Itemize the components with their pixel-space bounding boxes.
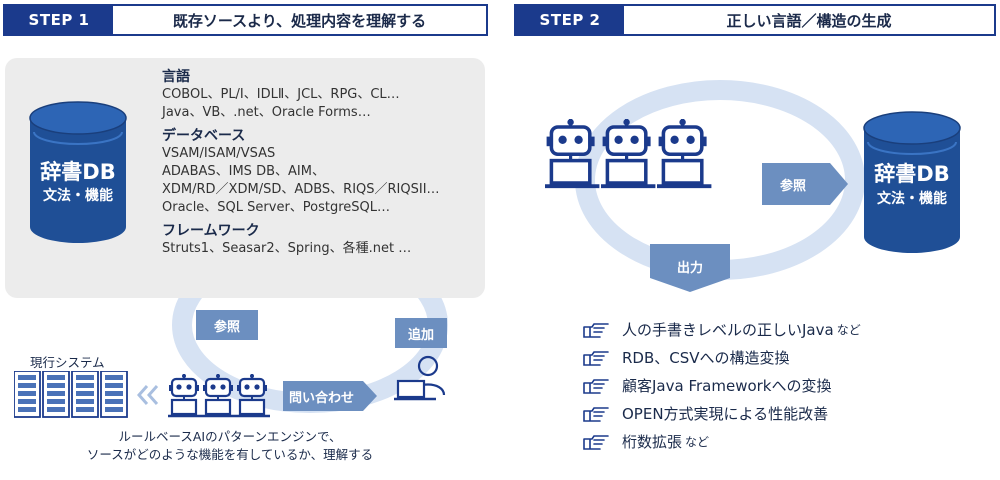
db-subtitle: 文法・機能 <box>43 188 113 204</box>
db-title: 辞書DB <box>874 162 950 186</box>
step1-categories: 言語 COBOL、PL/I、IDLⅡ、JCL、RPG、CL… Java、VB、.… <box>162 68 482 258</box>
result-item: RDB、CSVへの構造変換 <box>582 346 790 368</box>
user-laptop-icon <box>394 355 446 401</box>
robot-icon <box>657 119 712 189</box>
result-item: 顧客Java Frameworkへの変換 <box>582 374 832 396</box>
legacy-system-label: 現行システム <box>30 355 105 370</box>
caption-line: ソースがどのような機能を有しているか、理解する <box>86 447 374 462</box>
server-rack-icon <box>100 371 128 418</box>
server-rack-icon <box>71 371 99 418</box>
db-subtitle: 文法・機能 <box>877 191 947 207</box>
category-line: Oracle、SQL Server、PostgreSQL… <box>162 200 391 215</box>
category-line: VSAM/ISAM/VSAS <box>162 146 276 161</box>
category-heading: フレームワーク <box>162 223 260 239</box>
result-text: 顧客Java Frameworkへの変換 <box>622 376 832 395</box>
step1-add-tag: 追加 <box>395 318 447 348</box>
step2-header: STEP 2 正しい言語／構造の生成 <box>514 4 996 36</box>
step1-query-arrow: 問い合わせ <box>283 377 378 415</box>
result-suffix: など <box>685 434 710 449</box>
step2-reference-arrow: 参照 <box>762 163 848 205</box>
robot-icon <box>236 374 270 418</box>
server-rack-icon <box>14 371 41 418</box>
result-item: OPEN方式実現による性能改善 <box>582 402 828 424</box>
result-item: 人の手書きレベルの正しいJava など <box>582 318 861 340</box>
output-label: 出力 <box>676 261 703 276</box>
pointing-hand-icon <box>583 323 609 338</box>
query-label: 問い合わせ <box>289 391 355 406</box>
server-rack-icon <box>42 371 70 418</box>
result-suffix: など <box>836 322 861 337</box>
result-text: 桁数拡張 <box>622 432 683 451</box>
database-icon <box>29 101 127 243</box>
robot-icon <box>202 374 236 418</box>
pointing-hand-icon <box>583 435 609 450</box>
category-heading: データベース <box>162 128 246 144</box>
result-text: 人の手書きレベルの正しいJava <box>622 320 834 339</box>
category-heading: 言語 <box>162 69 190 85</box>
robot-icon <box>168 374 202 418</box>
step2-robots <box>545 119 712 189</box>
step1-reference-tag: 参照 <box>196 310 258 340</box>
server-rack-icon <box>14 371 128 418</box>
step2-dictionary-db: 辞書DB 文法・機能 <box>862 110 962 255</box>
result-text: OPEN方式実現による性能改善 <box>622 404 829 423</box>
step1-title: 既存ソースより、処理内容を理解する <box>172 11 427 30</box>
category-line: Struts1、Seasar2、Spring、各種.net … <box>162 241 412 256</box>
step2-tag: STEP 2 <box>516 6 624 34</box>
category-line: Java、VB、.net、Oracle Forms… <box>162 105 371 120</box>
step1-dictionary-db: 辞書DB 文法・機能 <box>28 100 128 245</box>
step1-header: STEP 1 既存ソースより、処理内容を理解する <box>3 4 488 36</box>
robot-icon <box>601 119 656 189</box>
category-line: COBOL、PL/I、IDLⅡ、JCL、RPG、CL… <box>162 87 400 102</box>
category-line: XDM/RD／XDM/SD、ADBS、RIQS／RIQSII… <box>162 182 440 197</box>
category-line: ADABAS、IMS DB、AIM、 <box>162 164 325 179</box>
step1-caption: ルールベースAIのパターンエンジンで、 ソースがどのような機能を有しているか、理… <box>20 428 440 464</box>
step1-robots <box>168 374 270 418</box>
database-icon <box>863 111 961 253</box>
reference-label: 参照 <box>780 179 807 194</box>
pointing-hand-icon <box>583 351 609 366</box>
db-title: 辞書DB <box>40 160 116 184</box>
double-chevron-left-icon <box>137 385 159 405</box>
step2-output-arrow: 出力 <box>650 244 730 292</box>
caption-line: ルールベースAIのパターンエンジンで、 <box>118 429 342 444</box>
pointing-hand-icon <box>583 407 609 422</box>
robot-icon <box>545 119 600 189</box>
result-text: RDB、CSVへの構造変換 <box>622 348 790 367</box>
result-item: 桁数拡張 など <box>582 430 709 452</box>
step2-title: 正しい言語／構造の生成 <box>726 11 892 30</box>
pointing-hand-icon <box>583 379 609 394</box>
step1-tag: STEP 1 <box>5 6 113 34</box>
